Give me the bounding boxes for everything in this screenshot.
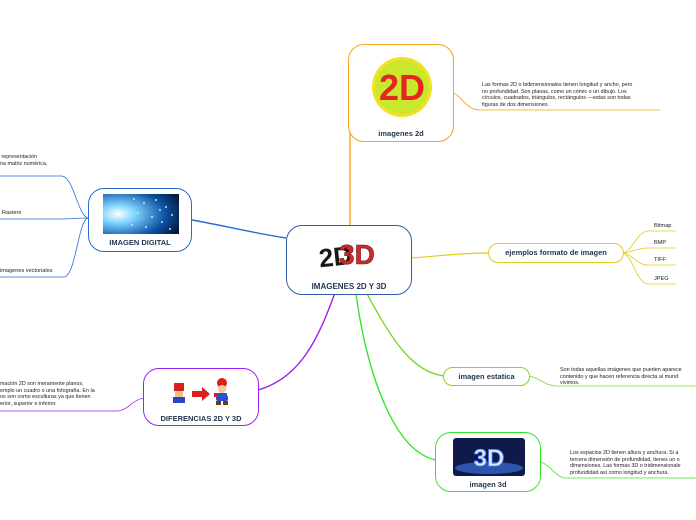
leaf-digital-rasters[interactable]: Rasters	[2, 210, 22, 216]
link-3d-note	[539, 461, 696, 479]
note-3d-description: Los espacios 2D tienen altura y anchura.…	[570, 450, 681, 476]
leaf-digital-vectoriales[interactable]: imagenes vectoriales	[0, 268, 53, 274]
link-jpeg	[621, 252, 676, 285]
3d-logo-text: 3D	[474, 445, 505, 472]
link-bmp	[621, 247, 676, 254]
node-diferencias-label: DIFERENCIAS 2D Y 3D	[160, 414, 242, 423]
note-2d-description: Las formas 2D o bidimensionales tienen l…	[482, 82, 633, 108]
logo-2d-text: 2D	[317, 240, 353, 273]
link-3d	[355, 293, 437, 461]
leaf-format-bitmap[interactable]: Bitmap	[654, 223, 672, 229]
2d3d-logo-image: 2D 3D	[317, 239, 375, 274]
link-leaf-2	[0, 217, 89, 220]
node-ejemplos-formato[interactable]: ejemplos formato de imagen	[488, 243, 624, 263]
central-topic[interactable]: 2D 3D IMAGENES 2D Y 3D	[286, 225, 412, 295]
digital-binary-image	[103, 194, 179, 234]
central-topic-label: IMAGENES 2D Y 3D	[311, 282, 387, 291]
node-imagen-estatica[interactable]: imagen estatica	[443, 367, 530, 386]
node-imagenes-2d[interactable]: 2D imagenes 2d	[348, 44, 454, 142]
link-diff	[257, 289, 337, 391]
note-static-description: Son todas aquellas imágenes que pueden a…	[560, 367, 682, 387]
leaf-format-jpeg[interactable]: JPEG	[654, 276, 669, 282]
link-tiff	[621, 252, 676, 266]
node-diferencias-2d-3d[interactable]: DIFERENCIAS 2D Y 3D	[143, 368, 259, 426]
node-imagenes-2d-label: imagenes 2d	[378, 129, 424, 138]
node-imagen-digital-label: IMAGEN DIGITAL	[109, 238, 171, 247]
node-imagen-3d-label: imagen 3d	[469, 480, 507, 489]
link-formats	[409, 252, 489, 259]
node-imagen-3d[interactable]: 3D imagen 3d	[435, 432, 541, 492]
3d-logo-image: 3D	[453, 438, 525, 476]
node-imagen-digital[interactable]: IMAGEN DIGITAL	[88, 188, 192, 252]
logo-3d-text: 3D	[339, 239, 375, 270]
2d-logo-image: 2D	[372, 57, 432, 117]
note-diff-description: mación 2D son meramente planos, emplo un…	[0, 381, 95, 407]
link-leaf-3	[0, 217, 89, 278]
link-diff-note	[0, 397, 145, 412]
link-leaf-1	[0, 175, 89, 219]
mario-2d-3d-image	[173, 378, 232, 405]
leaf-format-tiff[interactable]: TIFF	[654, 257, 666, 263]
link-2d-note	[451, 91, 660, 111]
2d-logo-text: 2D	[379, 67, 425, 108]
link-static	[365, 291, 445, 377]
link-bitmap	[621, 230, 676, 254]
leaf-digital-representacion[interactable]: representación na matriz numérica,	[0, 154, 48, 167]
link-static-note	[528, 375, 696, 387]
link-digital	[191, 219, 287, 239]
leaf-format-bmp[interactable]: BMP	[654, 240, 667, 246]
